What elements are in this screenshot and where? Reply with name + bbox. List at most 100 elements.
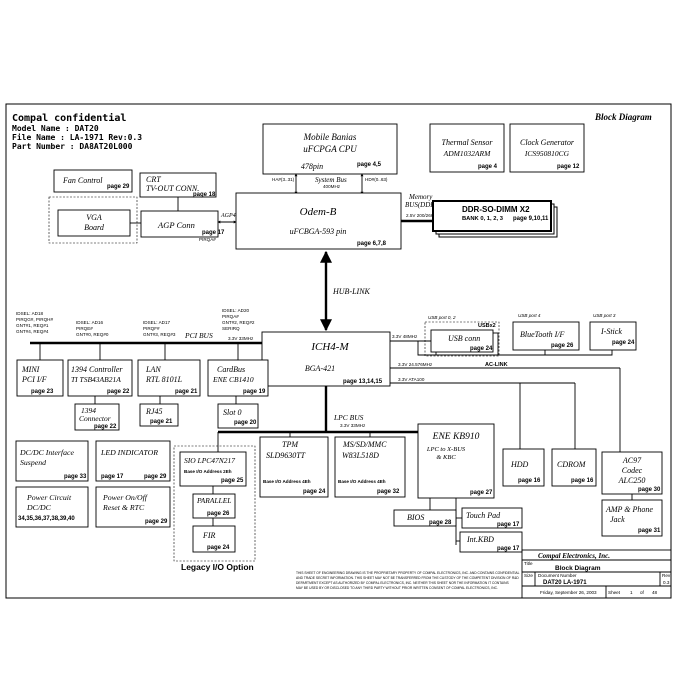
cdrom-page: page 16 — [571, 478, 594, 484]
int-kbd-name: Int.KBD — [466, 535, 494, 544]
cpu-package: uFCPGA CPU — [303, 144, 357, 154]
fir-block — [192, 525, 236, 553]
agp-conn-name: AGP Conn — [157, 220, 195, 230]
led-indicator-name: LED INDICATOR — [100, 448, 158, 457]
connector-1394-label: Connector — [79, 414, 111, 423]
idsel-lan-line3: GNT#3, REQ#3 — [143, 332, 176, 337]
ich4m-page: page 13,14,15 — [343, 379, 383, 385]
touchpad-name: Touch Pad — [466, 511, 501, 520]
controller-1394-page: page 22 — [107, 389, 130, 395]
date-value: Friday, September 26, 2003 — [540, 590, 597, 595]
istick-name: I-Stick — [600, 327, 622, 336]
idsel-cardbus: IDSEL: AD20 PIRQA# GNT#2, REQ#2 SERIRQ — [222, 308, 255, 331]
fan-control-block — [53, 169, 133, 193]
lan-name: LAN — [145, 365, 161, 374]
power-onoff-name: Power On/Off — [102, 493, 149, 502]
company-name: Compal Electronics, Inc. — [538, 552, 610, 560]
sheet-border — [5, 103, 672, 599]
notice-line1: THIS SHEET OF ENGINEERING DRAWING IS THE… — [296, 571, 520, 575]
rj45-name: RJ45 — [145, 407, 162, 416]
idsel-lan-line2: PIRQF# — [143, 326, 160, 331]
odem-b-page: page 6,7,8 — [357, 241, 387, 247]
usb-to-bt-line — [417, 341, 546, 356]
bios-block — [393, 509, 457, 527]
fir-page: page 24 — [207, 545, 230, 551]
amp-phone-jack-block — [601, 499, 663, 537]
clock-generator-page: page 12 — [557, 164, 580, 170]
idsel-lan-line1: IDSEL: AD17 — [143, 320, 171, 325]
controller-1394-block — [67, 359, 133, 397]
doc-label: Document Number — [538, 573, 577, 578]
sheet-total: 48 — [652, 590, 658, 595]
part-number: Part Number : DA8AT20L000 — [12, 142, 133, 151]
pci-bus-freq: 3.3V 33MHz — [228, 336, 254, 341]
hdd-name: HDD — [510, 460, 529, 469]
memory-bus-label: Memory — [408, 193, 433, 201]
idsel-cb-line1: IDSEL: AD20 — [222, 308, 250, 313]
bluetooth-name: BlueTooth I/F — [520, 330, 564, 339]
led-indicator-page1: page 17 — [101, 474, 124, 480]
led-indicator-page2: page 29 — [144, 474, 167, 480]
thermal-sensor-name: Thermal Sensor — [442, 138, 494, 147]
ene-kb910-lpc: LPC to X-BUS — [426, 446, 466, 453]
amp-phone-page: page 31 — [638, 528, 661, 534]
amp-phone-name: AMP & Phone — [605, 505, 653, 514]
ac97-name: AC97 — [622, 456, 642, 465]
ich4m-block — [261, 331, 391, 387]
clock-generator-name: Clock Generator — [520, 138, 575, 147]
connector-1394-page: page 22 — [94, 424, 117, 430]
fan-control-name: Fan Control — [62, 176, 103, 185]
confidential-label: Compal confidential — [12, 112, 126, 124]
address-bus-label: HA#(3..31) — [272, 177, 295, 182]
sio-name: SIO LPC47N217 — [184, 456, 235, 465]
power-onoff-reset: Reset & RTC — [102, 503, 145, 512]
title-block: Compal Electronics, Inc. Title Block Dia… — [521, 549, 672, 599]
system-bus-freq: 400MHz — [323, 184, 341, 189]
touchpad-page: page 17 — [497, 522, 520, 528]
crt-name: CRT — [146, 175, 161, 184]
clock-generator-part: ICS950810CG — [524, 149, 570, 158]
cdrom-block — [551, 448, 597, 487]
idsel-mini-line1: IDSEL: AD18 — [16, 311, 44, 316]
bluetooth-block — [512, 321, 580, 351]
ddr-page: page 9,10,11 — [513, 216, 549, 222]
usb-dashed-area — [424, 321, 500, 357]
hdd-page: page 16 — [518, 478, 541, 484]
crt-block — [139, 172, 217, 198]
dcdc-interface-page: page 33 — [64, 474, 87, 480]
sheet-of: of — [640, 590, 645, 595]
idsel-mini-line2: PIRQG#, PIRQH# — [16, 317, 53, 322]
agp-irq: PIRQA# — [199, 237, 216, 242]
lan-page: page 21 — [175, 389, 198, 395]
power-onoff-block — [95, 486, 171, 528]
touchpad-block — [461, 507, 523, 529]
ac-link-speed: 3.3V 24.576MHz — [398, 362, 433, 367]
parallel-name: PARALLEL — [196, 496, 231, 505]
sheet-label: Sheet — [608, 590, 621, 595]
tpm-part: SLD9630TT — [266, 451, 306, 460]
tpm-address: Base I/O Address 4Eh — [263, 479, 311, 484]
ddr-banks: BANK 0, 1, 2, 3 — [462, 216, 504, 222]
ata-label: 3.3V ATA100 — [398, 377, 425, 382]
sio-address: Base I/O Address 2Eh — [184, 469, 232, 474]
ms-sd-mmc-block — [334, 436, 406, 498]
dcdc-suspend: Suspend — [20, 458, 46, 467]
thermal-sensor-part: ADM1032ARM — [443, 149, 491, 158]
memory-bus-ddr: BUS(DDR) — [405, 201, 438, 209]
idsel-mini-pci: IDSEL: AD18 PIRQG#, PIRQH# GNT#1, REQ#1 … — [16, 311, 53, 334]
bios-name: BIOS — [407, 513, 424, 522]
idsel-1394: IDSEL: AD16 PIRQE# GNT#0, REQ#0 — [76, 320, 109, 337]
istick-page: page 24 — [612, 340, 635, 346]
mini-pci-name: MINI — [21, 365, 40, 374]
usb-count: USBx2 — [478, 323, 496, 329]
pci-bus-label: PCI BUS — [184, 331, 213, 340]
hub-link-label: HUB-LINK — [332, 287, 371, 296]
idsel-1394-line2: PIRQE# — [76, 326, 93, 331]
mini-pci-block — [16, 359, 64, 397]
cpu-page: page 4,5 — [357, 162, 382, 168]
ich4m-name: ICH4-M — [310, 341, 349, 353]
cardbus-name: CardBus — [217, 365, 245, 374]
data-bus-label: HD#(0..63) — [365, 177, 388, 182]
thermal-sensor-block — [429, 123, 505, 173]
